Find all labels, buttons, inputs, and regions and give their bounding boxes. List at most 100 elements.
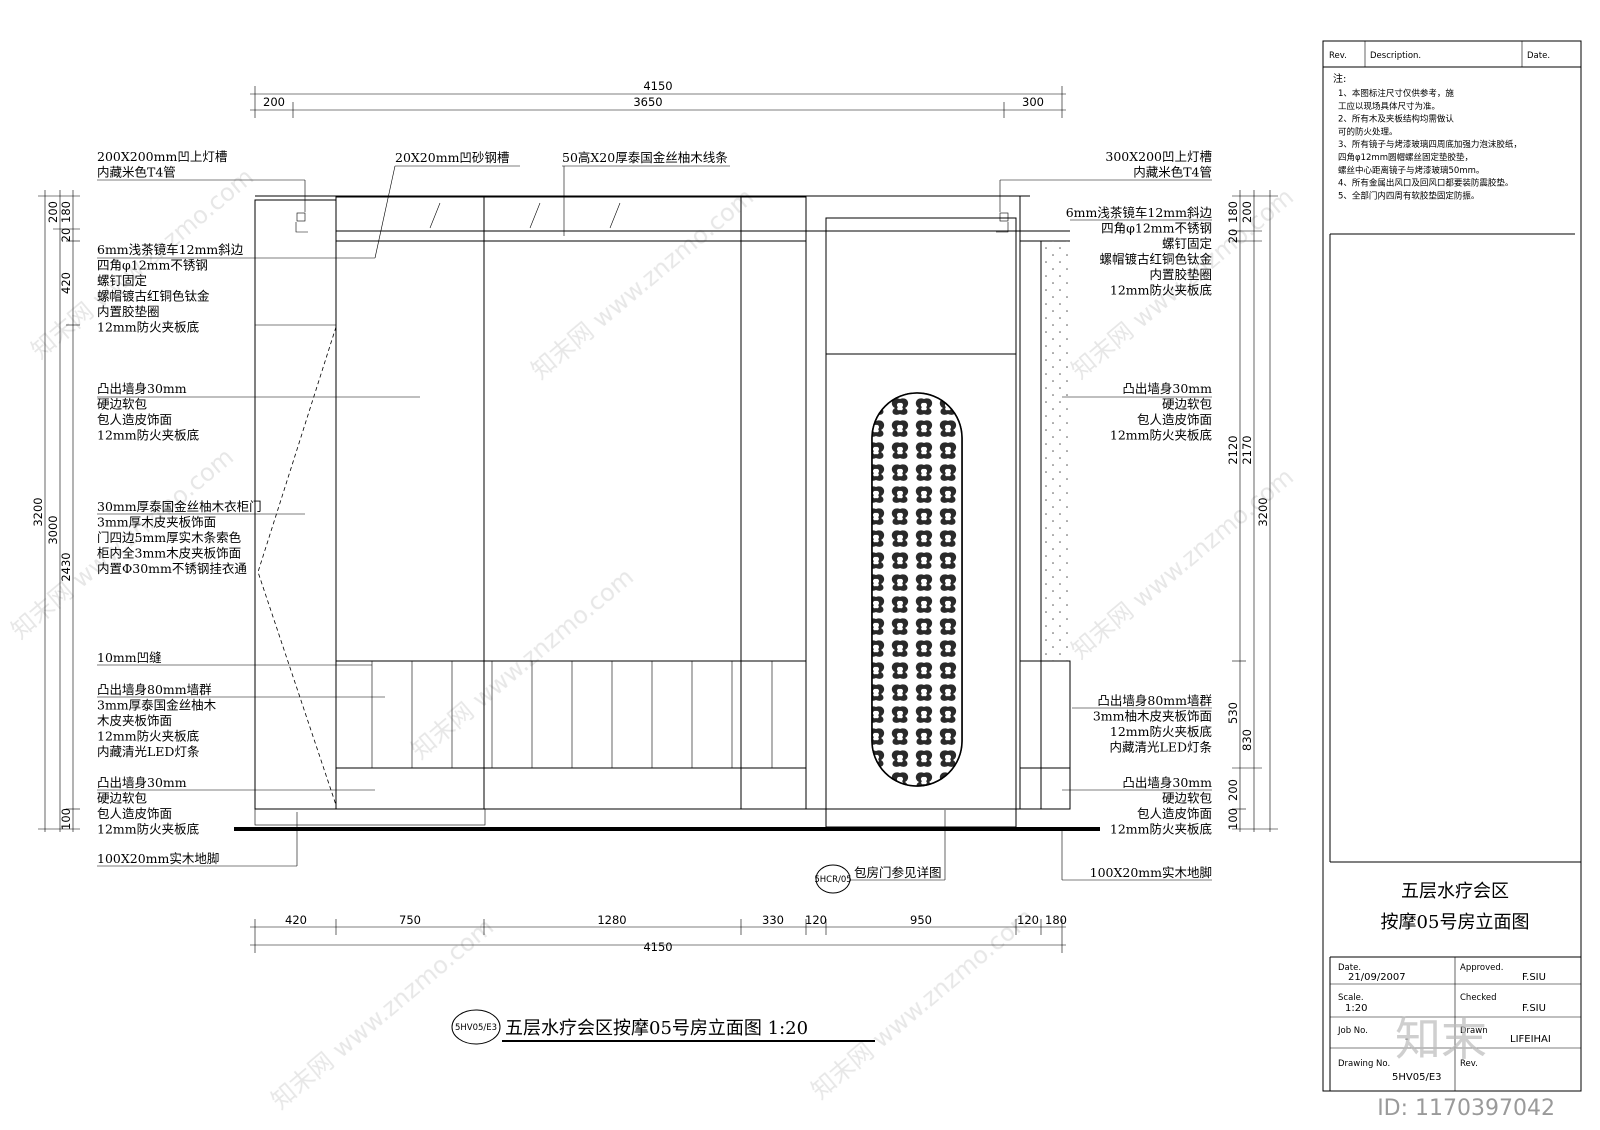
dim-right-c: 20 xyxy=(1226,229,1240,244)
right-label-2-line-1: 硬边软包 xyxy=(1162,397,1212,412)
dim-right-i: 100 xyxy=(1226,808,1240,830)
left-label-1-line-4: 内置胶垫圈 xyxy=(97,304,160,319)
left-label-0-line-1: 内藏米色T4管 xyxy=(97,165,176,180)
checked-value: F.SIU xyxy=(1522,1003,1546,1014)
approved-value: F.SIU xyxy=(1522,972,1546,983)
date-value: 21/09/2007 xyxy=(1348,972,1406,983)
door xyxy=(805,195,1021,828)
drawn-value: LIFEIHAI xyxy=(1510,1034,1551,1045)
left-label-6-line-2: 包人造皮饰面 xyxy=(97,806,172,821)
left-label-3-line-1: 3mm厚木皮夹板饰面 xyxy=(97,515,216,530)
dim-right-g: 830 xyxy=(1240,729,1254,751)
note-line-3: 可的防火处理。 xyxy=(1338,126,1398,137)
left-label-5-line-4: 内藏清光LED灯条 xyxy=(97,744,200,759)
job-value: - xyxy=(1405,1034,1409,1045)
notes-title: 注: xyxy=(1333,72,1346,85)
dim-left-d: 420 xyxy=(59,272,73,294)
note-line-1: 工应以现场具体尺寸为准。 xyxy=(1338,101,1440,112)
left-label-1-line-3: 螺帽镀古红铜色钛金 xyxy=(97,289,210,304)
dim-left-b: 180 xyxy=(59,201,73,223)
dim-left-outer: 3200 xyxy=(31,497,45,526)
right-label-4-line-1: 硬边软包 xyxy=(1162,791,1212,806)
left-label-3-line-0: 30mm厚泰国金丝柚木衣柜门 xyxy=(97,499,262,514)
date-header: Date. xyxy=(1527,51,1550,61)
soft-pack-wall xyxy=(335,196,1071,809)
note-line-4: 3、所有镜子与烤漆玻璃四周底加强力泡沫胶纸， xyxy=(1338,139,1522,150)
note-line-6: 螺丝中心距离镜子与烤漆玻璃50mm。 xyxy=(1338,165,1484,176)
left-label-1-line-1: 四角φ12mm不锈钢 xyxy=(97,258,208,273)
left-dimensions: 3200 3000 200 180 20 420 2430 100 xyxy=(31,190,80,832)
svg-text:知末网 www.znzmo.com: 知末网 www.znzmo.com xyxy=(806,903,1039,1105)
right-label-4-line-3: 12mm防火夹板底 xyxy=(1110,822,1212,837)
left-label-4-line-0: 10mm凹缝 xyxy=(97,650,162,665)
project-line-2: 按摩05号房立面图 xyxy=(1381,912,1530,933)
left-labels: 200X200mm凹上灯槽内藏米色T4管6mm浅茶镜车12mm斜边四角φ12mm… xyxy=(97,149,262,866)
bottom-dimensions: 420 750 1280 330 120 950 120 180 4150 xyxy=(250,913,1067,954)
left-label-2-line-1: 硬边软包 xyxy=(97,397,147,412)
dim-top-total: 4150 xyxy=(643,79,672,93)
right-label-4-line-2: 包人造皮饰面 xyxy=(1137,806,1212,821)
right-leaders xyxy=(999,179,1212,881)
drawing-title-tag: 5HV05/E3 xyxy=(455,1023,497,1033)
dim-right-h: 200 xyxy=(1226,779,1240,801)
door-ref-tag: 5HCR/05 xyxy=(814,875,851,885)
left-label-5-line-3: 12mm防火夹板底 xyxy=(97,729,199,744)
dim-right-outer: 3200 xyxy=(1256,497,1270,526)
door-ref-text: 包房门参见详图 xyxy=(854,865,942,880)
left-label-1-line-2: 螺钉固定 xyxy=(97,273,147,288)
left-label-3-line-3: 柜内全3mm木皮夹板饰面 xyxy=(97,546,241,561)
right-label-2-line-3: 12mm防火夹板底 xyxy=(1110,428,1212,443)
brand-watermark: 知末 ID: 1170397042 xyxy=(1377,1012,1555,1121)
dim-bottom-0: 420 xyxy=(285,913,307,927)
right-label-3-line-3: 内藏清光LED灯条 xyxy=(1110,740,1213,755)
left-label-5-line-1: 3mm厚泰国金丝柚木 xyxy=(97,698,217,713)
notes-list: 1、本图标注尺寸仅供参考，施 工应以现场具体尺寸为准。 2、所有木及夹板结构均需做… xyxy=(1338,88,1522,201)
drawing-title: 5HV05/E3 五层水疗会区按摩05号房立面图 1:20 xyxy=(451,1009,875,1045)
note-line-0: 1、本图标注尺寸仅供参考，施 xyxy=(1338,88,1454,99)
left-label-2-line-2: 包人造皮饰面 xyxy=(97,412,172,427)
date-label: Date. xyxy=(1338,963,1361,973)
label-sand-groove: 20X20mm凹砂钢槽 xyxy=(395,150,509,165)
note-line-2: 2、所有木及夹板结构均需做认 xyxy=(1338,114,1454,125)
watermark-id: ID: 1170397042 xyxy=(1377,1096,1555,1121)
right-label-1-line-5: 12mm防火夹板底 xyxy=(1110,283,1212,298)
dim-bottom-1: 750 xyxy=(399,913,421,927)
dim-bottom-3: 330 xyxy=(762,913,784,927)
dim-right-e: 2170 xyxy=(1240,435,1254,464)
dim-bottom-4: 120 xyxy=(805,913,827,927)
rev-label: Rev. xyxy=(1460,1059,1478,1069)
dim-left-inner: 3000 xyxy=(46,515,60,544)
right-label-3-line-0: 凸出墙身80mm墙群 xyxy=(1097,693,1212,708)
desc-header: Description. xyxy=(1370,51,1421,61)
left-label-0-line-0: 200X200mm凹上灯槽 xyxy=(97,149,227,164)
drawing-no-label: Drawing No. xyxy=(1338,1059,1390,1069)
right-label-1-line-0: 6mm浅茶镜车12mm斜边 xyxy=(1066,205,1213,220)
door-reference: 5HCR/05 包房门参见详图 xyxy=(814,810,946,894)
dim-bottom-5: 950 xyxy=(910,913,932,927)
right-label-3-line-1: 3mm柚木皮夹板饰面 xyxy=(1093,709,1212,724)
left-label-1-line-5: 12mm防火夹板底 xyxy=(97,320,199,335)
right-label-4-line-0: 凸出墙身30mm xyxy=(1122,775,1212,790)
left-label-6-line-0: 凸出墙身30mm xyxy=(97,775,187,790)
dim-right-d: 2120 xyxy=(1226,435,1240,464)
left-label-7-line-0: 100X20mm实木地脚 xyxy=(97,851,219,866)
rev-header: Rev. xyxy=(1329,51,1347,61)
label-teak-strip: 50高X20厚泰国金丝柚木线条 xyxy=(562,150,728,165)
svg-text:知末网 www.znzmo.com: 知末网 www.znzmo.com xyxy=(406,563,639,765)
note-line-7: 4、所有金属出风口及回风口都要装防震胶垫。 xyxy=(1338,178,1513,189)
dim-right-a: 200 xyxy=(1240,201,1254,223)
right-dimensions: 180 20 200 2120 2170 3200 530 830 200 10… xyxy=(1226,190,1278,832)
dim-bottom-7: 180 xyxy=(1045,913,1067,927)
dim-right-f: 530 xyxy=(1226,702,1240,724)
left-label-5-line-2: 木皮夹板饰面 xyxy=(97,713,172,728)
left-label-3-line-2: 门四边5mm厚实木条索色 xyxy=(97,530,242,545)
right-label-2-line-0: 凸出墙身30mm xyxy=(1122,381,1212,396)
right-label-1-line-1: 四角φ12mm不锈钢 xyxy=(1101,221,1212,236)
note-line-8: 5、全部门内四周有软胶垫固定防振。 xyxy=(1338,190,1479,201)
top-dimensions: 4150 200 3650 300 xyxy=(250,79,1066,118)
left-label-5-line-0: 凸出墙身80mm墙群 xyxy=(97,682,212,697)
right-labels: 300X200凹上灯槽内藏米色T4管6mm浅茶镜车12mm斜边四角φ12mm不锈… xyxy=(1066,149,1213,880)
dim-bottom-2: 1280 xyxy=(597,913,626,927)
note-line-5: 四角φ12mm圆帽螺丝固定垫胶垫， xyxy=(1338,152,1473,163)
title-block: Rev. Description. Date. 注: 1、本图标注尺寸仅供参考，… xyxy=(1322,40,1582,1092)
